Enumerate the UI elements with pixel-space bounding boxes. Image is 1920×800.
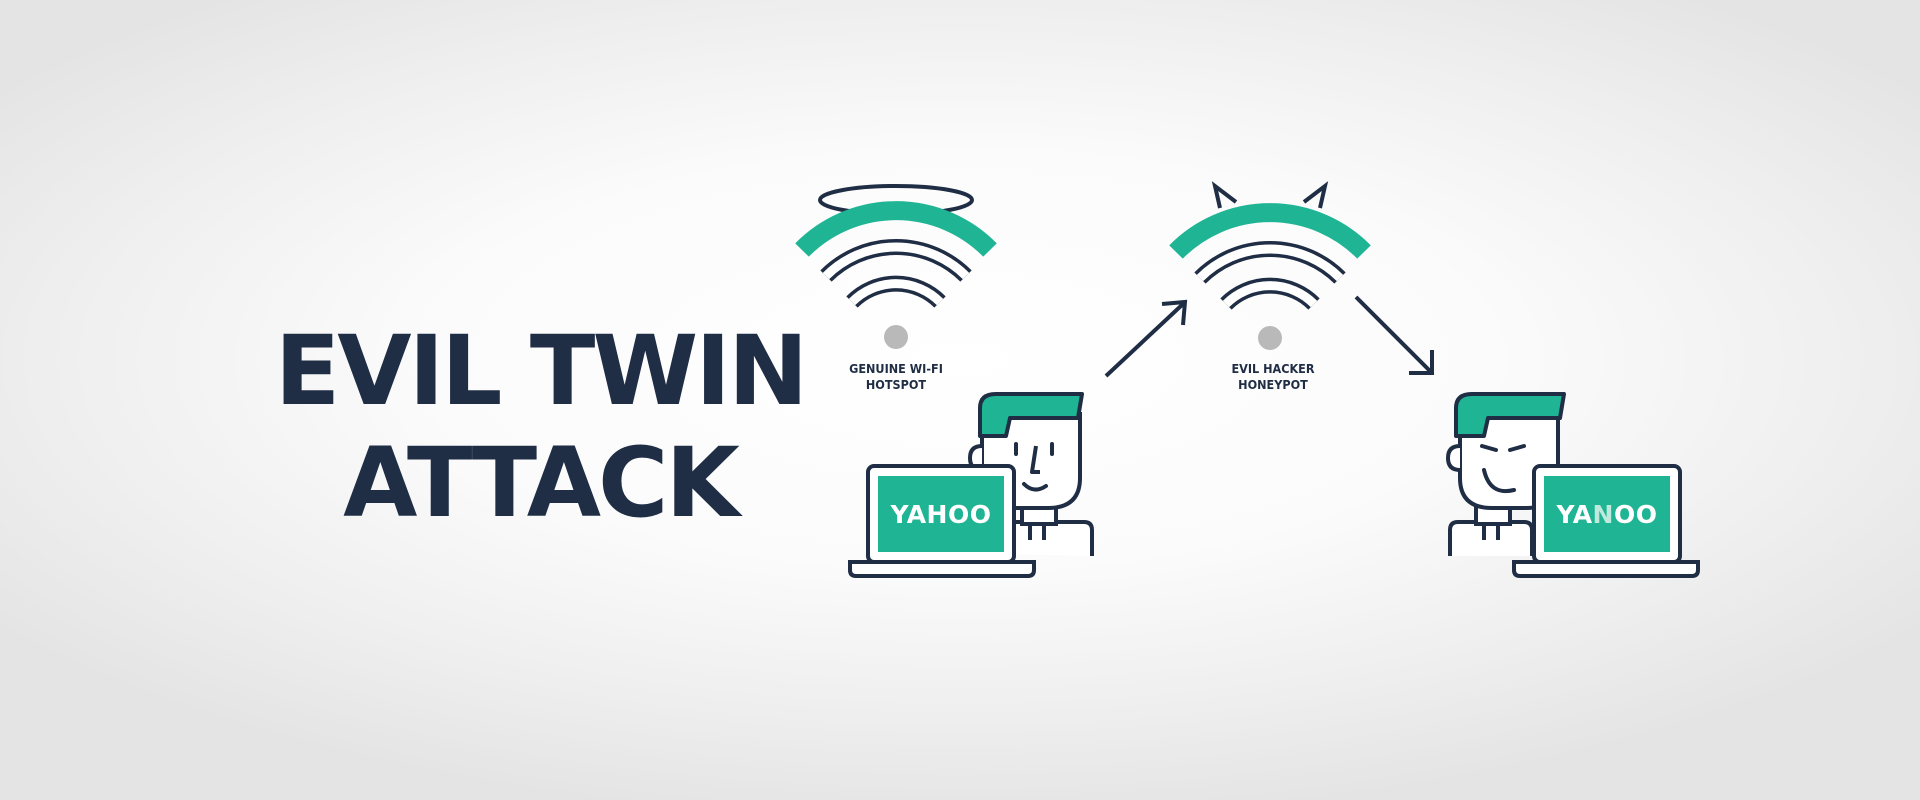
- title-line-1: EVIL TWIN: [274, 315, 809, 427]
- arrowhead-up: [1161, 299, 1188, 326]
- diagram-title: EVIL TWIN ATTACK: [230, 315, 850, 539]
- hacker-ear: [1445, 444, 1461, 472]
- wifi-dot: [884, 325, 908, 349]
- wifi-dot: [1258, 326, 1282, 350]
- hacker-laptop-screen: [1544, 476, 1670, 552]
- evil-hotspot-label-line-1: EVIL HACKER: [1231, 361, 1315, 376]
- hacker-right-eye: [1508, 444, 1526, 452]
- arrow-victim-to-honeypot: [1104, 302, 1185, 378]
- wifi-inner-arc-inner: [848, 279, 944, 306]
- evil-hotspot-label-line-2: HONEYPOT: [1238, 377, 1308, 392]
- hacker-screen-text: YANOO: [1555, 500, 1657, 529]
- laptop-icon: YAHOO: [848, 464, 1036, 578]
- hacker-hair: [1454, 392, 1566, 438]
- victim-screen-text: YAHOO: [890, 500, 992, 529]
- devil-horns-icon: [1211, 181, 1329, 209]
- wifi-inner-arc-inner: [1222, 281, 1318, 308]
- evil-hotspot-label: EVIL HACKER HONEYPOT: [1183, 361, 1363, 393]
- hacker-mouth: [1482, 468, 1516, 493]
- victim-hair: [978, 392, 1084, 438]
- genuine-wifi-hotspot: [795, 184, 997, 349]
- laptop-icon: YANOO: [1512, 464, 1700, 578]
- arrow-honeypot-to-hacker: [1354, 295, 1432, 373]
- genuine-hotspot-label-line-1: GENUINE WI-FI: [849, 361, 943, 376]
- hacker-body: [1448, 520, 1534, 556]
- hacker-person: YANOO: [1445, 392, 1700, 578]
- genuine-hotspot-label: GENUINE WI-FI HOTSPOT: [806, 361, 986, 393]
- victim-body: [1006, 520, 1094, 556]
- wifi-middle-arc-inner: [822, 242, 970, 280]
- hacker-screen-text-part-1: YA: [1555, 500, 1592, 529]
- title-line-2: ATTACK: [343, 427, 740, 539]
- wifi-outer-arc: [795, 201, 997, 257]
- arrowhead-down: [1409, 350, 1434, 375]
- arrow-icon: [1104, 299, 1188, 378]
- hacker-left-eye: [1480, 444, 1498, 452]
- hacker-screen-text-part-3: OO: [1614, 500, 1658, 529]
- wifi-icon: [795, 201, 997, 349]
- wifi-outer-arc: [1169, 203, 1371, 259]
- victim-mouth: [1022, 482, 1048, 492]
- victim-person: YAHOO: [848, 392, 1094, 578]
- left-horn: [1211, 181, 1238, 209]
- arrow-icon: [1354, 295, 1434, 375]
- hacker-laptop-base: [1512, 560, 1700, 578]
- victim-laptop-base: [848, 560, 1036, 578]
- hacker-screen-text-fake-letter: N: [1593, 500, 1614, 529]
- victim-laptop-screen: [878, 476, 1004, 552]
- wifi-icon: [1169, 203, 1371, 350]
- victim-nose: [1030, 445, 1040, 474]
- evil-hacker-honeypot: [1169, 181, 1371, 350]
- right-horn: [1302, 181, 1329, 209]
- genuine-hotspot-label-line-2: HOTSPOT: [865, 377, 927, 392]
- wifi-middle-arc-inner: [1196, 244, 1344, 282]
